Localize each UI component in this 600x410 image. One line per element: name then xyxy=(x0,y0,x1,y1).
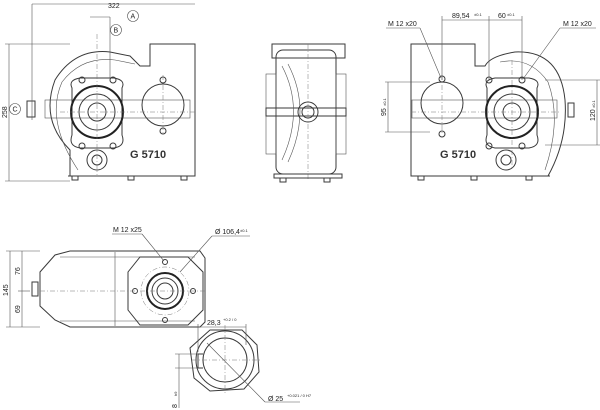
dim-120-tol: ±0.1 xyxy=(591,99,596,108)
rear-view: 89,54 ±0.1 60 ±0.1 M 12 x20 M 12 x20 95 … xyxy=(381,12,600,181)
bore-diameter-dim: Ø 25 xyxy=(268,396,283,403)
casting-mark-rear: G 5710 xyxy=(440,149,476,161)
dim-69: 69 xyxy=(15,305,22,313)
bore-diameter-tol: +0.021 / 0 H7 xyxy=(287,393,312,398)
dim-60-tol: ±0.1 xyxy=(507,12,516,17)
callout-a: A xyxy=(131,14,136,21)
thread-m12x20-left: M 12 x20 xyxy=(388,21,417,28)
dim-145: 145 xyxy=(3,284,10,296)
callout-c: C xyxy=(13,107,18,114)
dim-120: 120 xyxy=(590,109,597,121)
thread-m12x20-right: M 12 x20 xyxy=(563,21,592,28)
dim-89-54-tol: ±0.1 xyxy=(474,12,483,17)
key-width-dim: 8 xyxy=(172,404,179,408)
dim-76: 76 xyxy=(15,267,22,275)
front-width-dimension: 322 xyxy=(108,3,120,10)
dim-60: 60 xyxy=(498,13,506,20)
flange-diameter: Ø 106,4 xyxy=(215,229,240,236)
keyway-depth-dim: 28,3 xyxy=(207,320,221,327)
callout-b: B xyxy=(114,28,119,35)
thread-m12x25: M 12 x25 xyxy=(113,227,142,234)
dim-95: 95 xyxy=(381,108,388,116)
key-width-tol: h9 xyxy=(173,391,178,396)
front-height-dimension: 258 xyxy=(2,106,9,118)
bore-detail: 28,3 +0.2 / 0 8 h9 Ø 25 +0.021 / 0 H7 xyxy=(172,317,312,408)
front-view: 322 258 A B C G 5710 xyxy=(2,3,196,182)
top-view: M 12 x25 Ø 106,4 ±0.1 145 76 69 xyxy=(3,227,250,328)
casting-mark: G 5710 xyxy=(130,149,166,161)
keyway-depth-tol: +0.2 / 0 xyxy=(223,317,237,322)
dim-89-54: 89,54 xyxy=(452,13,470,20)
side-view xyxy=(265,43,347,183)
flange-diameter-tol: ±0.1 xyxy=(240,228,249,233)
dim-95-tol: ±0.1 xyxy=(382,97,387,106)
